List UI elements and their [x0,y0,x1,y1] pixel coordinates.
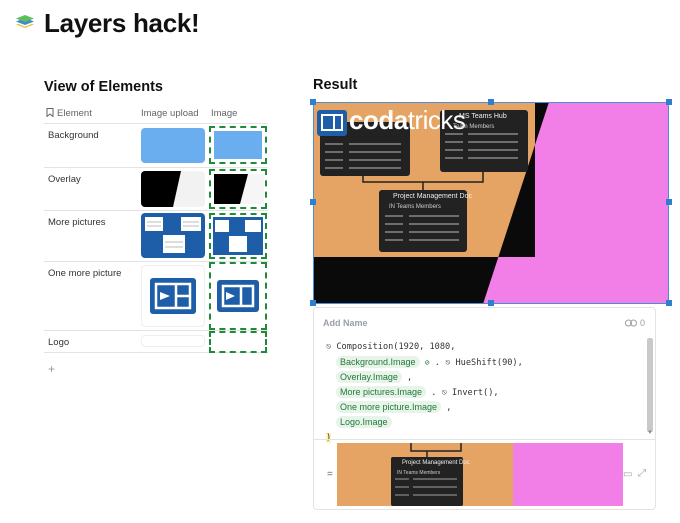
formula-code[interactable]: ⎋ Composition(1920, 1080, Background.Ima… [326,342,523,443]
table-row[interactable]: One more picture [44,262,268,331]
row-label: Background [48,130,99,141]
row-label: More pictures [48,217,106,228]
overlay-image-cell[interactable] [209,169,267,209]
result-heading: Result [313,77,358,93]
link-icon [625,319,638,327]
more-pictures-upload-thumb[interactable] [141,213,205,258]
background-upload-thumb[interactable] [141,128,205,163]
invert-fn: Invert(), [451,388,499,398]
doc-title: Project Management Doc [393,193,472,200]
column-image[interactable]: Image [211,108,238,119]
logo-image-cell[interactable] [209,331,267,353]
hueshift-fn: HueShift(90), [455,358,523,368]
formula-close-paren: ) [326,433,332,443]
overlay-upload-thumb[interactable] [141,171,205,207]
formula-line-1: Composition(1920, 1080, [336,342,456,352]
resize-handle[interactable] [310,199,316,205]
chip-overlay-image[interactable]: Overlay.Image [336,371,402,383]
background-image [214,131,262,159]
chip-logo-image[interactable]: Logo.Image [336,416,392,428]
formula-scrollbar[interactable] [647,338,653,432]
coda-logo-text: codatricks [349,105,466,135]
doc-subtitle: IN Teams Members [389,204,441,210]
more-pictures-image [213,217,263,255]
result-image[interactable]: codatricks MS Teams Hub Team Members Pro… [313,102,669,304]
one-more-upload-thumb[interactable] [141,265,205,327]
hub-subtitle: Team Members [453,124,495,130]
hub-title: MS Teams Hub [459,113,507,120]
row-label: Logo [48,337,70,348]
chip-one-more-image[interactable]: One more picture.Image [336,401,442,413]
resize-handle[interactable] [488,300,494,306]
table-row[interactable]: More pictures [44,211,268,262]
resize-handle[interactable] [666,99,672,105]
view-elements-heading: View of Elements [44,79,163,95]
resize-handle[interactable] [488,99,494,105]
chip-background-image[interactable]: Background.Image [336,356,420,368]
one-more-image-cell[interactable] [209,262,267,330]
table-row[interactable]: Logo [44,331,268,353]
formula-editor[interactable]: Add Name 0 ⎋ Composition(1920, 1080, Bac… [313,307,656,510]
add-row-button[interactable]: + [48,362,56,376]
table-row[interactable]: Overlay [44,168,268,211]
page-header: Layers hack! [14,6,200,40]
page-title: Layers hack! [44,7,200,38]
background-image-cell[interactable] [209,126,267,164]
links-count: 0 [639,318,645,328]
one-more-image [217,280,259,312]
result-equals: = [327,469,333,480]
formula-fn-icon: ⎋ [441,388,447,398]
column-image-upload[interactable]: Image upload [141,108,199,119]
paperclip-icon: ⊘ [424,358,430,367]
preview-doc-title: Project Management Doc [402,460,470,466]
formula-divider [314,439,655,440]
logo-upload-thumb[interactable] [141,335,205,347]
column-element[interactable]: Element [46,108,92,119]
resize-handle[interactable] [310,99,316,105]
formula-name-input[interactable]: Add Name [323,318,368,328]
scroll-down-icon[interactable]: ▼ [647,430,653,436]
formula-fn-icon: ⎋ [445,358,451,368]
formula-links[interactable]: 0 [625,318,645,328]
resize-handle[interactable] [310,300,316,306]
result-preview[interactable]: Project Management Doc IN Teams Members [337,443,623,506]
selection-border [313,102,669,304]
elements-table: Element Image upload Image Background Ov… [44,104,268,353]
image-icon[interactable]: ▭ [623,469,633,480]
table-header: Element Image upload Image [44,104,268,124]
layers-icon [14,13,36,33]
bookmark-icon [46,108,54,118]
more-pictures-image-cell[interactable] [209,213,267,259]
resize-handle[interactable] [666,300,672,306]
chip-more-pictures-image[interactable]: More pictures.Image [336,386,427,398]
row-label: One more picture [48,268,122,279]
overlay-image [214,174,264,204]
resize-handle[interactable] [666,199,672,205]
preview-doc-subtitle: IN Teams Members [397,470,441,476]
table-row[interactable]: Background [44,124,268,168]
row-label: Overlay [48,174,81,185]
expand-icon[interactable]: ⤢ [638,468,646,479]
formula-fn-icon: ⎋ [326,342,332,352]
column-element-label: Element [57,108,92,119]
